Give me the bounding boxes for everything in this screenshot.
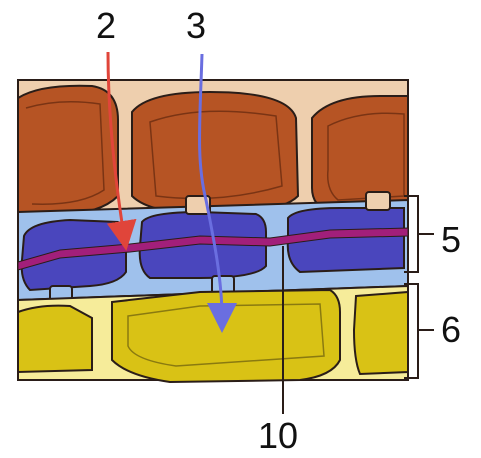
label-10: 10 xyxy=(258,418,298,454)
inner-cell-layer xyxy=(18,286,408,382)
outer-cell xyxy=(18,86,118,214)
inner-cell xyxy=(18,306,92,372)
label-3: 3 xyxy=(186,8,206,44)
label-6: 6 xyxy=(441,312,461,348)
inner-cell xyxy=(354,292,408,374)
label-2: 2 xyxy=(96,8,116,44)
label-5: 5 xyxy=(441,222,461,258)
outer-cell-layer xyxy=(18,80,408,220)
